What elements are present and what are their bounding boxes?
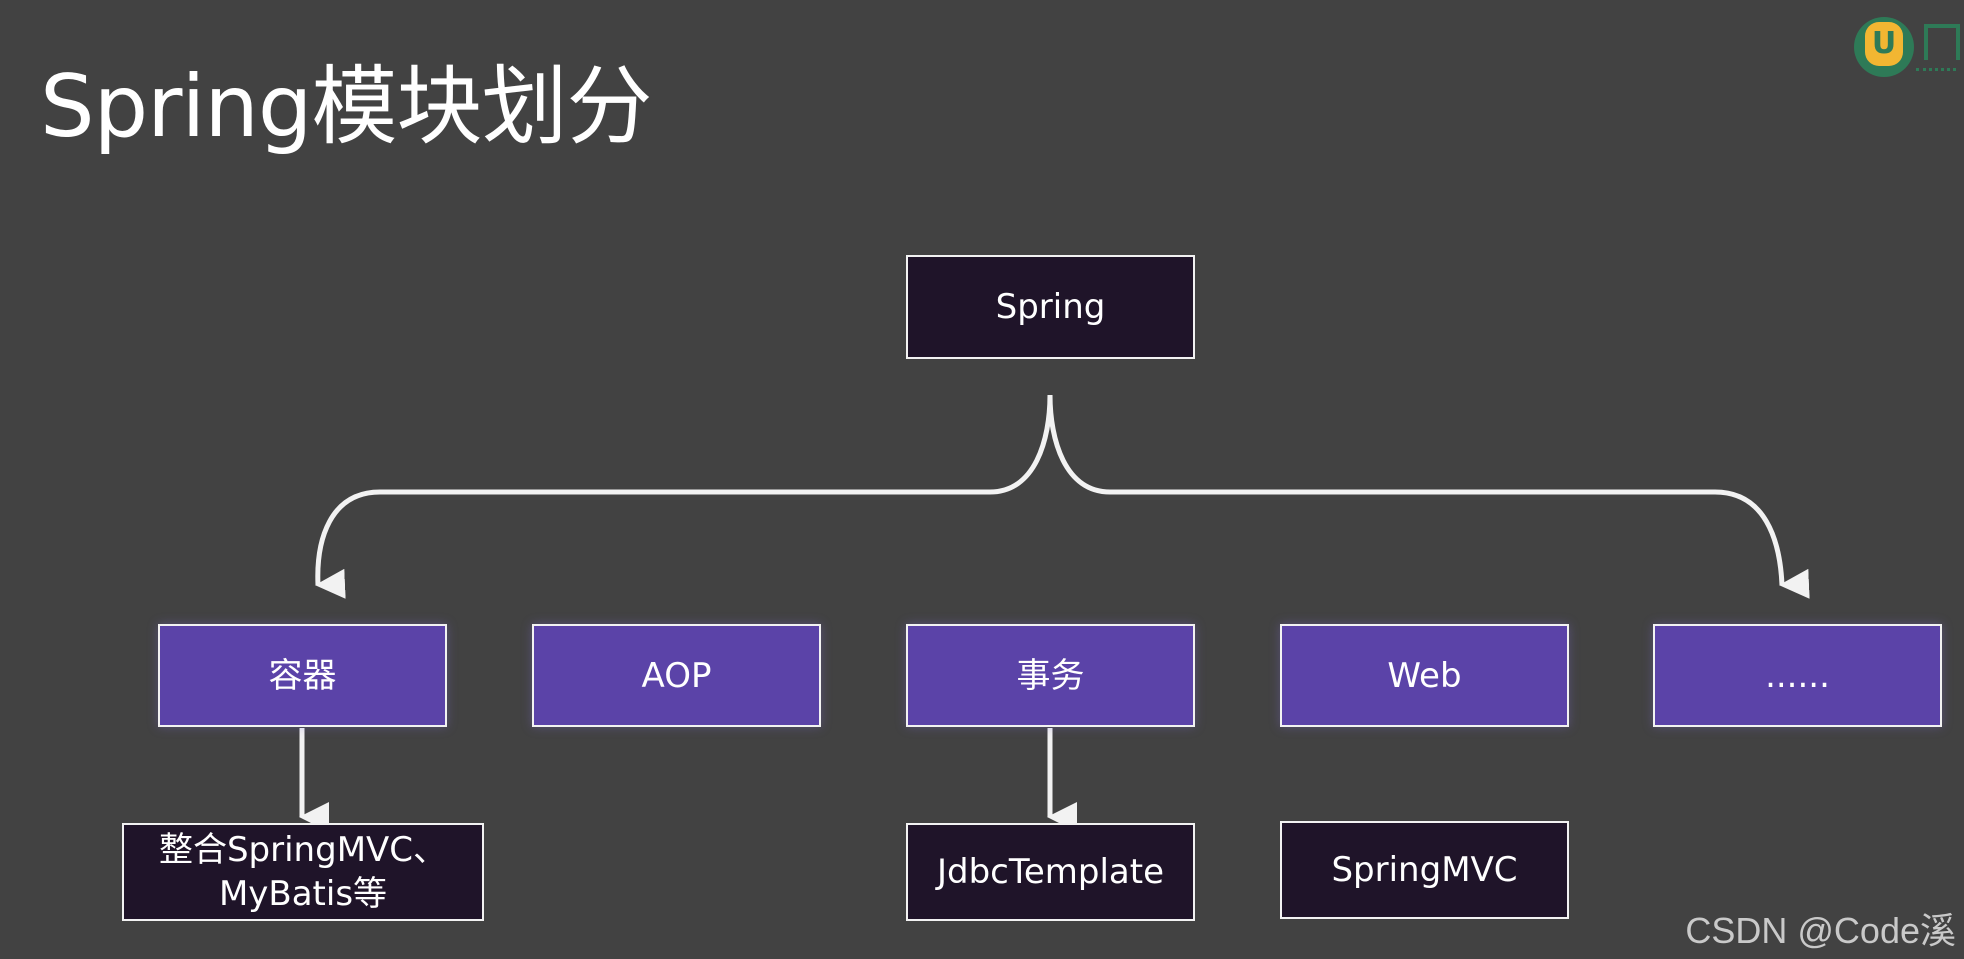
node-springmvc-label: SpringMVC [1331, 850, 1518, 890]
node-jdbctemplate: JdbcTemplate [906, 823, 1195, 921]
node-integration-line1: 整合SpringMVC、 [158, 830, 448, 870]
logo-letter: U [1865, 22, 1903, 66]
node-aop-label: AOP [641, 655, 712, 696]
node-aop: AOP [532, 624, 821, 727]
node-container-label: 容器 [268, 655, 337, 696]
watermark: CSDN @Code溪 [1685, 910, 1956, 951]
node-web-label: Web [1387, 655, 1462, 696]
node-more: ...... [1653, 624, 1942, 727]
node-integration: 整合SpringMVC、 MyBatis等 [122, 823, 484, 921]
logo-icon: U [1854, 14, 1964, 84]
node-transaction: 事务 [906, 624, 1195, 727]
node-spring: Spring [906, 255, 1195, 359]
node-spring-label: Spring [995, 287, 1106, 327]
logo-glyph [1924, 24, 1960, 60]
node-springmvc: SpringMVC [1280, 821, 1569, 919]
node-web: Web [1280, 624, 1569, 727]
node-integration-line2: MyBatis等 [218, 874, 388, 914]
brace-connector [315, 394, 1053, 599]
logo-underline [1916, 68, 1956, 75]
node-jdbctemplate-label: JdbcTemplate [936, 852, 1165, 892]
slide-title: Spring模块划分 [40, 57, 653, 157]
node-transaction-label: 事务 [1016, 655, 1085, 696]
node-more-label: ...... [1765, 655, 1830, 696]
brace-connector-right [1047, 394, 1810, 599]
node-container: 容器 [158, 624, 447, 727]
